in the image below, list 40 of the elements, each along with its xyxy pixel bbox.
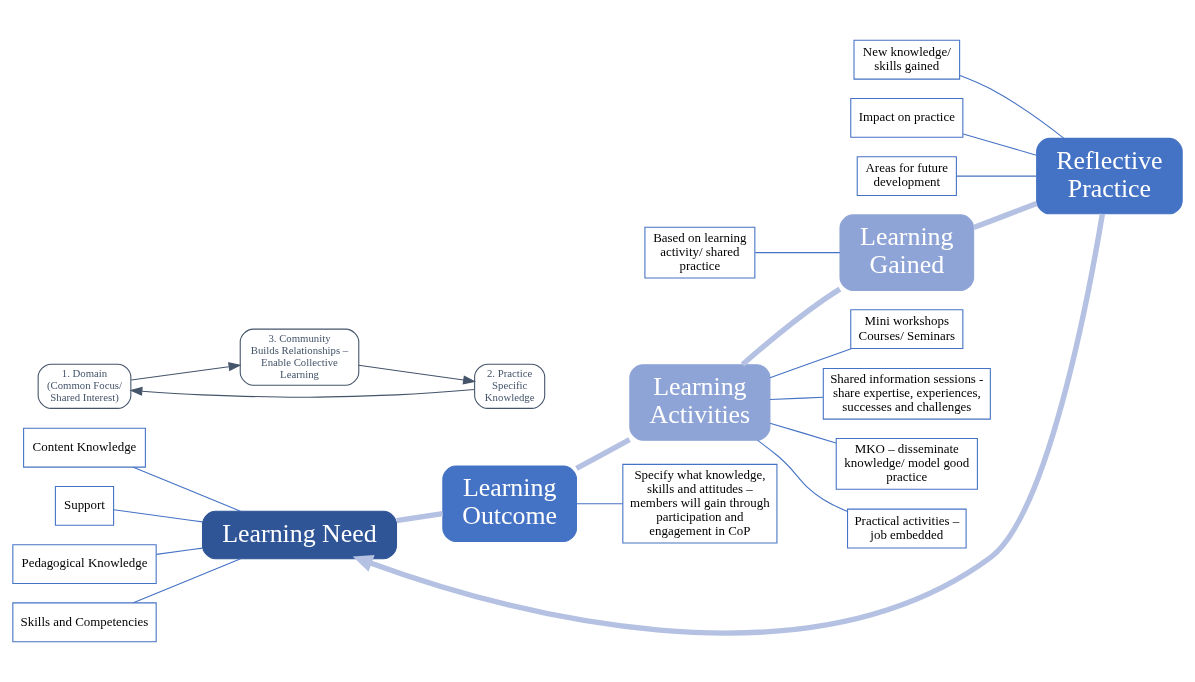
- connector: [959, 74, 1065, 139]
- node-box: Impact on practice: [850, 97, 964, 138]
- arrow: [129, 386, 475, 398]
- connector: [962, 133, 1037, 156]
- connector: [955, 175, 1037, 177]
- node-box: New knowledge/ skills gained: [853, 39, 961, 80]
- node-box: Learning Gained: [839, 214, 975, 291]
- arrow: [358, 364, 477, 385]
- connector: [740, 286, 842, 367]
- node-box: Learning Activities: [629, 364, 771, 441]
- node-box: 3. Community Builds Relationships – Enable Collective Learning: [239, 328, 360, 386]
- connector: [769, 348, 852, 379]
- node-box: 2. Practice Specific Knowledge: [474, 363, 546, 409]
- node-box: Areas for future development: [856, 156, 957, 197]
- node-box: Learning Need: [201, 510, 398, 560]
- node-box: Specify what knowledge, skills and attitudes – members will gain through participation and engagement in CoP: [622, 463, 778, 544]
- connector: [132, 466, 242, 512]
- connector: [155, 547, 203, 555]
- node-box: Pedagogical Knowledge: [12, 544, 157, 585]
- connector: [575, 437, 631, 471]
- connector: [113, 509, 204, 523]
- node-box: Practical activities – job embedded: [847, 508, 967, 549]
- node-box: Reflective Practice: [1036, 137, 1183, 215]
- connector: [576, 503, 624, 505]
- connector: [769, 396, 824, 401]
- node-box: Mini workshops Courses/ Seminars: [850, 309, 964, 350]
- connector: [754, 252, 841, 254]
- node-box: 1. Domain (Common Focus/ Shared Interest): [37, 363, 132, 409]
- connector: [396, 511, 443, 524]
- node-box: Skills and Competencies: [12, 602, 157, 643]
- connector: [757, 439, 849, 513]
- arrow: [130, 362, 242, 381]
- node-box: Shared information sessions - share expertise, experiences, successes and challenges: [822, 367, 991, 420]
- connector: [769, 422, 837, 444]
- node-box: Learning Outcome: [442, 465, 577, 542]
- node-box: MKO – disseminate knowledge/ model good practice: [835, 438, 978, 490]
- node-box: Support: [54, 485, 115, 526]
- connector: [972, 201, 1038, 230]
- node-box: Content Knowledge: [23, 427, 146, 468]
- node-box: Based on learning activity/ shared practice: [644, 226, 756, 279]
